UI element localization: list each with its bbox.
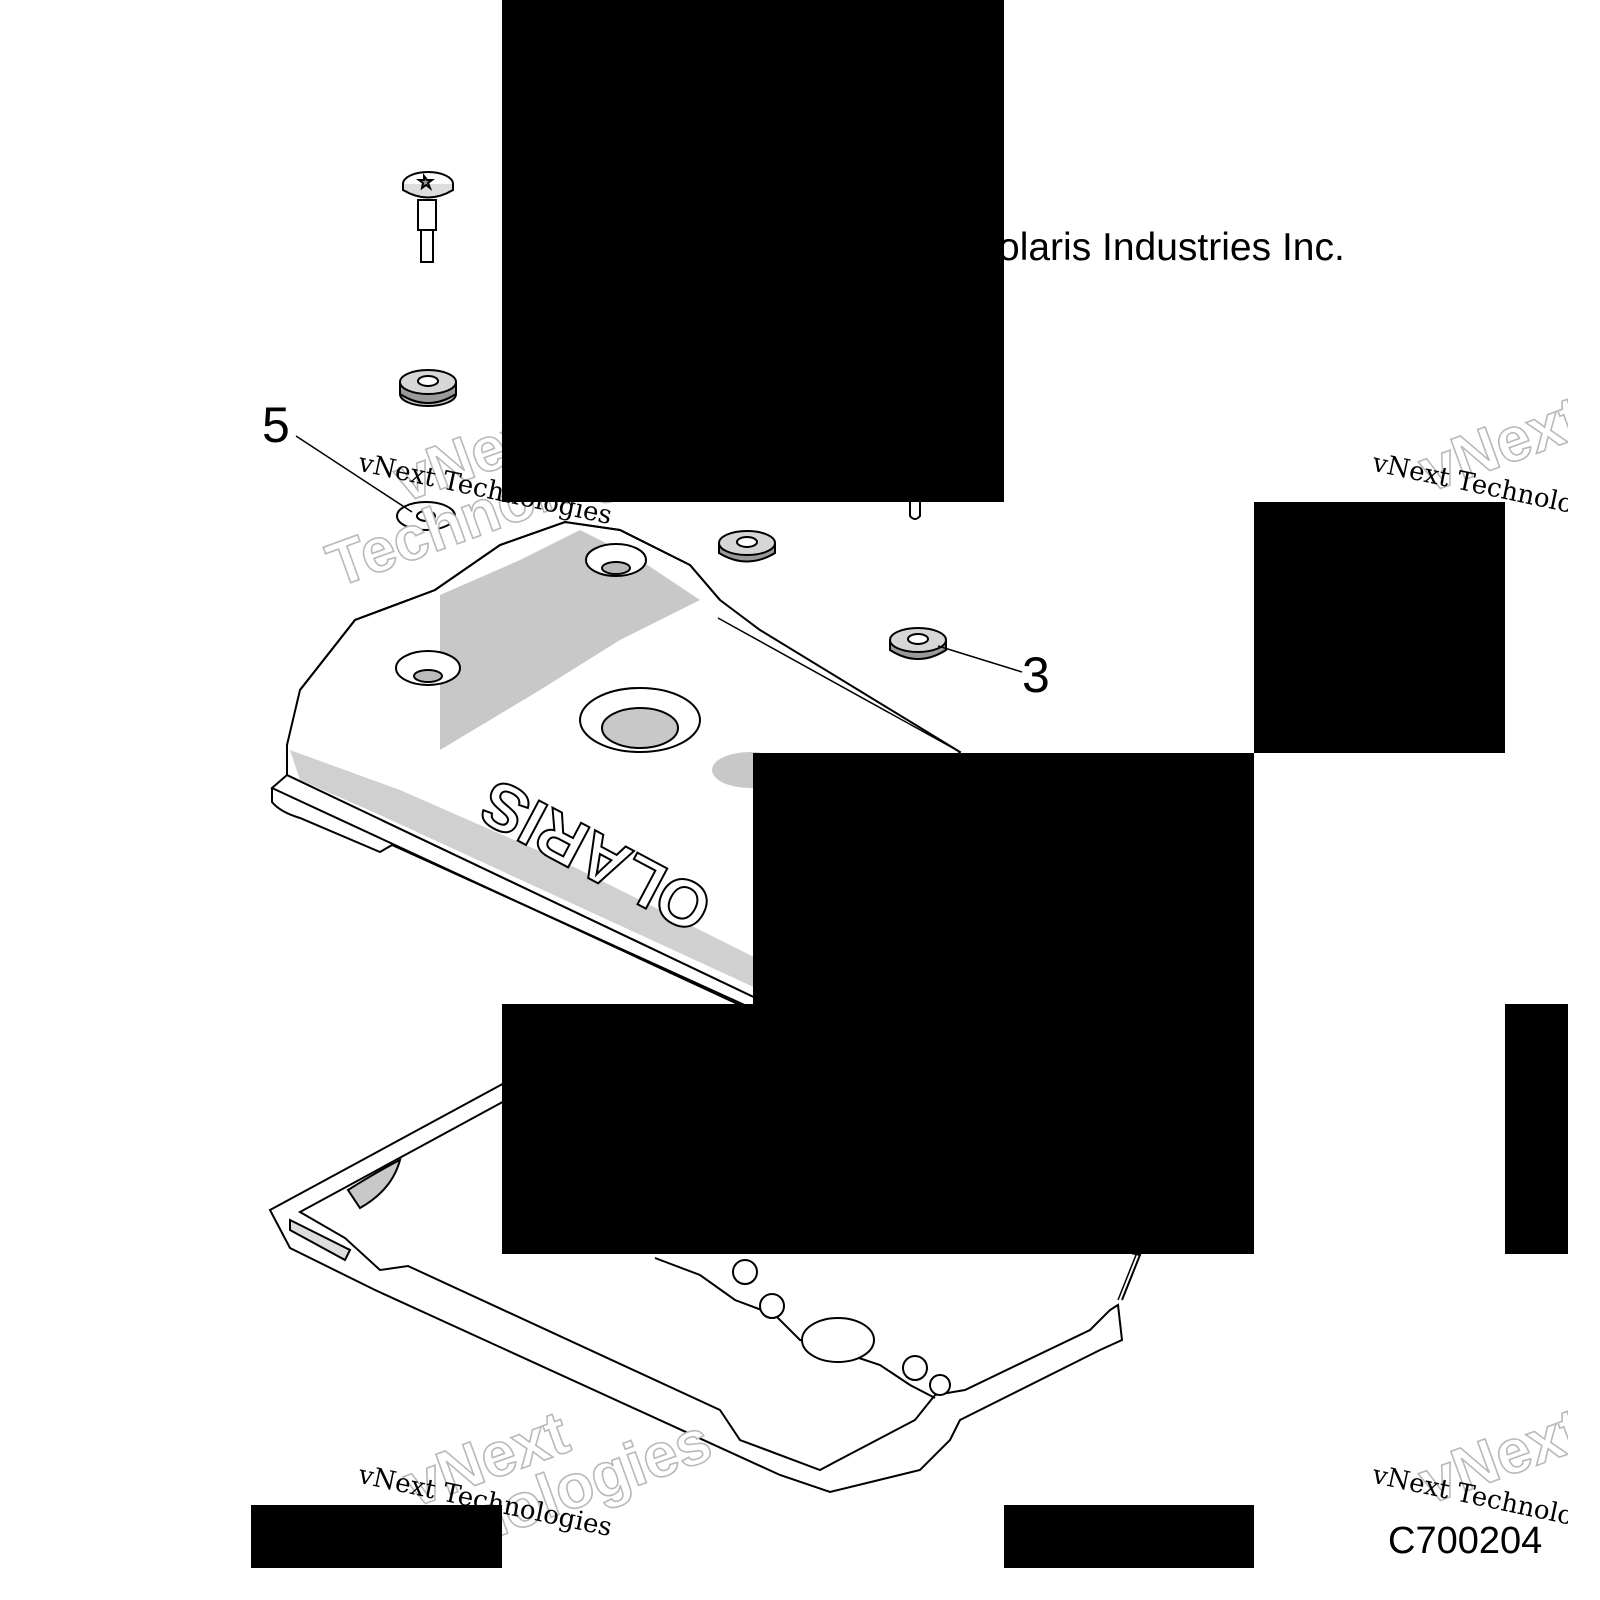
callout-3: 3 <box>1022 647 1050 703</box>
bolt-icon <box>402 171 454 263</box>
redaction-block <box>1505 1004 1568 1254</box>
copyright-text: olaris Industries Inc. <box>998 226 1345 269</box>
grommet-icon <box>889 627 947 660</box>
callout-5: 5 <box>262 397 290 453</box>
figure-code: C700204 <box>1388 1520 1543 1562</box>
redaction-block <box>502 1004 1254 1254</box>
bolt-tip-icon <box>909 498 921 520</box>
washer-icon <box>396 501 456 531</box>
redaction-block <box>251 1505 502 1568</box>
grommet-icon <box>718 530 776 563</box>
redaction-block <box>1004 1505 1254 1568</box>
redaction-block <box>753 753 1254 1004</box>
redaction-block <box>1254 502 1505 753</box>
grommet-icon <box>399 369 457 407</box>
redaction-block <box>502 0 1004 502</box>
gasket-icon <box>268 1078 1142 1494</box>
leader-lines <box>295 435 1139 1301</box>
parts-diagram: OLARIS 5 3 olaris Industries Inc. C <box>251 0 1568 1568</box>
